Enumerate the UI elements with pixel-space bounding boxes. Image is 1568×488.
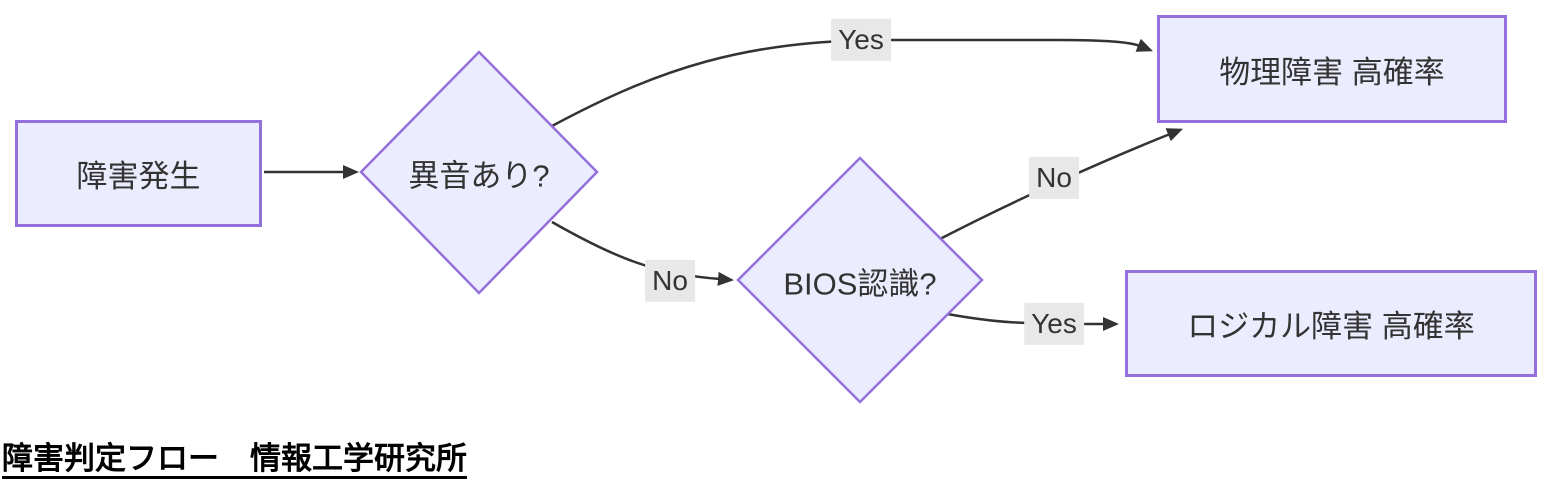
- node-logical-failure-label: ロジカル障害 高確率: [1187, 309, 1475, 344]
- node-physical-failure-label: 物理障害 高確率: [1219, 54, 1445, 90]
- node-physical-failure: 物理障害 高確率: [1157, 15, 1507, 123]
- bios-diamond-shape: [736, 156, 984, 404]
- noise-diamond-shape: [359, 50, 599, 295]
- edge-noise-yes-to-physical: [551, 38, 1154, 128]
- diagram-caption: 障害判定フロー 情報工学研究所: [2, 441, 467, 476]
- node-noise-question-label: 異音あり?: [408, 158, 550, 194]
- edge-label-bios-no: No: [1029, 156, 1079, 200]
- edge-label-noise-yes: Yes: [831, 18, 891, 62]
- edge-label-noise-no: No: [645, 259, 695, 303]
- node-start: 障害発生: [15, 120, 262, 227]
- node-logical-failure: ロジカル障害 高確率: [1125, 270, 1537, 377]
- edge-label-bios-yes: Yes: [1024, 302, 1084, 346]
- node-start-label: 障害発生: [76, 159, 201, 194]
- edge-noise-no-to-bios: [551, 220, 734, 286]
- node-bios-question-label: BIOS認識?: [783, 266, 937, 302]
